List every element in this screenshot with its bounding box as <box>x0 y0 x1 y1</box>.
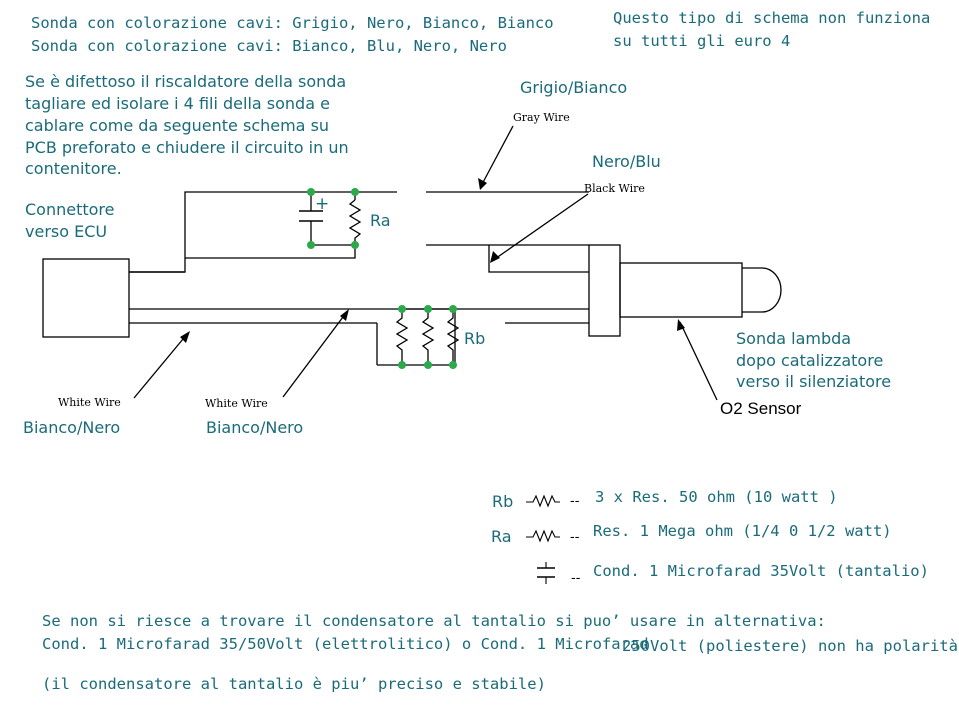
connector-label-2: verso ECU <box>25 222 108 241</box>
footer-line-3: (il condensatore al tantalio è piu’ prec… <box>42 675 546 693</box>
legend-ra-symbol <box>526 529 560 543</box>
black-wire-label: Black Wire <box>584 182 645 195</box>
node <box>307 188 315 196</box>
gray-white-label: Grigio/Bianco <box>520 78 628 97</box>
black-blue-label: Nero/Blu <box>592 152 661 171</box>
node <box>424 361 432 369</box>
footer-line-1: Se non si riesce a trovare il condensato… <box>42 612 826 630</box>
sensor-label-3: verso il silenziatore <box>736 372 892 391</box>
legend-ra-name: Ra <box>491 527 512 546</box>
legend-cap-sep: -- <box>571 571 581 586</box>
node <box>351 241 359 249</box>
ra-label: Ra <box>370 211 391 230</box>
node <box>307 241 315 249</box>
legend-rb-symbol <box>526 494 560 508</box>
gray-wire-label: Gray Wire <box>513 111 570 124</box>
ecu-connector-box <box>42 258 130 338</box>
rb-label: Rb <box>464 329 486 348</box>
white-wire-label-1: White Wire <box>58 396 121 409</box>
node <box>449 361 457 369</box>
cap-plus-sign: + <box>315 194 330 214</box>
node <box>398 361 406 369</box>
o2-sensor-label: O2 Sensor <box>720 399 802 418</box>
connector-label-1: Connettore <box>25 200 115 219</box>
instruction-line-4: PCB preforato e chiudere il circuito in … <box>25 138 349 157</box>
header-line-2: Sonda con colorazione cavi: Bianco, Blu,… <box>31 37 507 55</box>
white-black-label-1: Bianco/Nero <box>23 418 121 437</box>
node <box>424 305 432 313</box>
node <box>449 305 457 313</box>
header-line-1: Sonda con colorazione cavi: Grigio, Nero… <box>31 14 554 32</box>
instruction-line-2: tagliare ed isolare i 4 fili della sonda… <box>25 94 330 113</box>
node <box>351 188 359 196</box>
white-black-label-2: Bianco/Nero <box>206 418 304 437</box>
legend-cap-desc: Cond. 1 Microfarad 35Volt (tantalio) <box>593 562 929 580</box>
instruction-line-5: contenitore. <box>25 159 122 178</box>
instruction-line-3: cablare come da seguente schema su <box>25 116 330 135</box>
legend-rb-name: Rb <box>492 492 514 511</box>
white-wire-label-2: White Wire <box>205 397 268 410</box>
legend-rb-sep: -- <box>570 494 580 509</box>
instruction-line-1: Se è difettoso il riscaldatore della son… <box>25 72 347 91</box>
warning-line-1: Questo tipo di schema non funziona <box>613 9 931 27</box>
footer-line-2b: 250Volt (poliestere) non ha polarità <box>622 637 958 655</box>
warning-line-2: su tutti gli euro 4 <box>613 32 791 50</box>
sensor-label-1: Sonda lambda <box>736 329 852 348</box>
legend-ra-sep: -- <box>570 530 580 545</box>
legend-ra-desc: Res. 1 Mega ohm (1/4 0 1/2 watt) <box>593 522 892 540</box>
sensor-label-2: dopo catalizzatore <box>736 351 884 370</box>
legend-rb-desc: 3 x Res. 50 ohm (10 watt ) <box>595 488 838 506</box>
node <box>398 305 406 313</box>
footer-line-2a: Cond. 1 Microfarad 35/50Volt (elettrolit… <box>42 635 649 653</box>
